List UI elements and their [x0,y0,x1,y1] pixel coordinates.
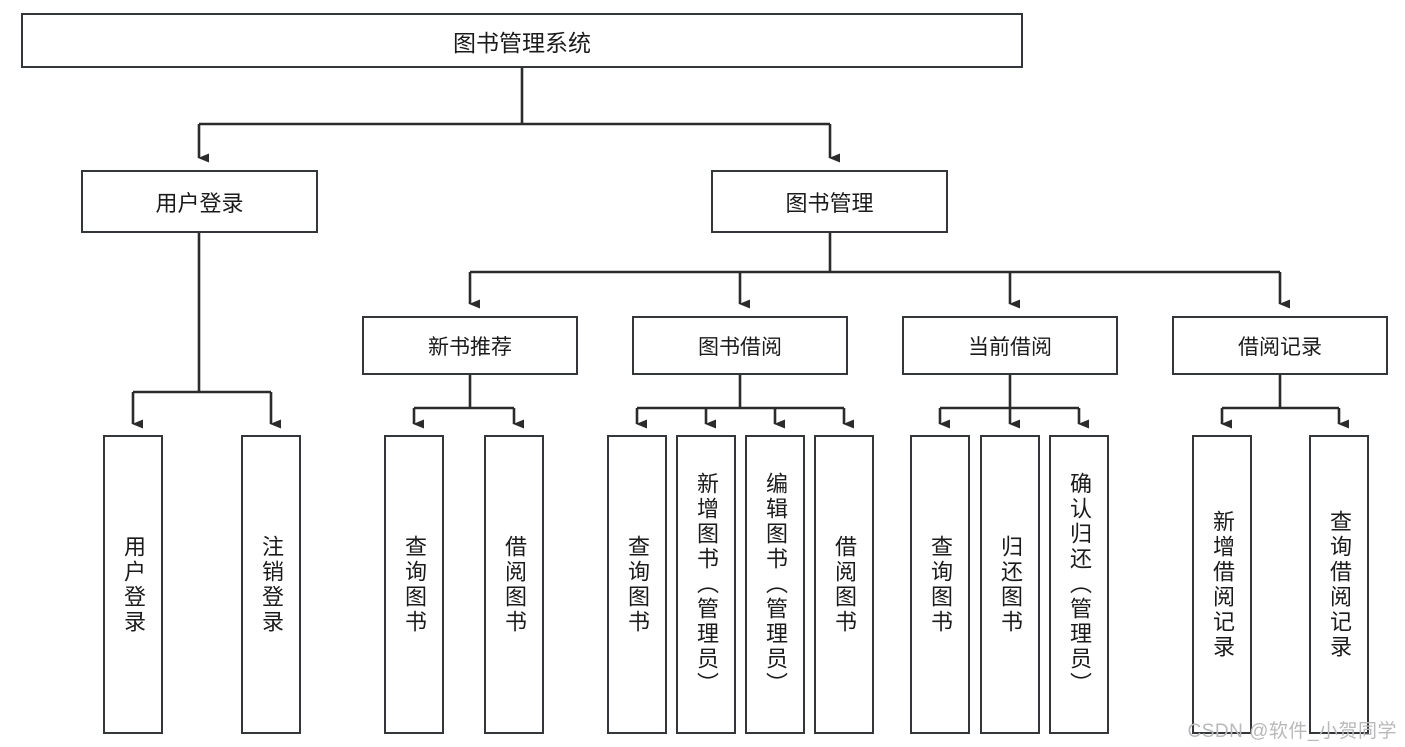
node-label: 新增借阅记录 [1210,509,1235,660]
leaf-edit-book-admin[interactable]: 编辑图书（管理员） [745,435,805,734]
node-label: 用户登录 [121,534,146,635]
node-book-borrow[interactable]: 图书借阅 [632,316,848,375]
leaf-borrow-book-recommend[interactable]: 借阅图书 [484,435,544,734]
node-root-book-management-system[interactable]: 图书管理系统 [21,13,1023,68]
node-label: 新增图书（管理员） [694,472,719,697]
node-user-login[interactable]: 用户登录 [81,170,318,233]
node-label: 用户登录 [155,190,244,216]
node-label: 查询图书 [928,534,953,635]
node-label: 图书管理系统 [453,29,591,56]
node-label: 查询借阅记录 [1327,509,1352,660]
leaf-query-book-current[interactable]: 查询图书 [910,435,970,734]
leaf-add-book-admin[interactable]: 新增图书（管理员） [676,435,736,734]
node-label: 编辑图书（管理员） [763,472,788,697]
node-label: 新书推荐 [428,335,512,359]
node-new-book-recommend[interactable]: 新书推荐 [362,316,578,375]
leaf-confirm-return-admin[interactable]: 确认归还（管理员） [1049,435,1109,734]
leaf-logout-login[interactable]: 注销登录 [241,435,301,734]
node-label: 归还图书 [998,534,1023,635]
node-label: 图书管理 [785,190,874,216]
node-label: 图书借阅 [698,335,782,359]
node-label: 查询图书 [625,534,650,635]
node-label: 当前借阅 [968,335,1052,359]
node-label: 借阅图书 [832,534,857,635]
leaf-query-borrow-record[interactable]: 查询借阅记录 [1309,435,1369,734]
leaf-user-login[interactable]: 用户登录 [103,435,163,734]
node-label: 注销登录 [259,534,284,635]
node-label: 确认归还（管理员） [1067,472,1092,697]
leaf-query-book-recommend[interactable]: 查询图书 [384,435,444,734]
node-label: 借阅记录 [1238,335,1322,359]
csdn-watermark: CSDN @软件_小贺同学 [1187,721,1397,742]
node-current-borrow[interactable]: 当前借阅 [902,316,1118,375]
leaf-query-book-borrow[interactable]: 查询图书 [607,435,667,734]
node-label: 查询图书 [402,534,427,635]
leaf-return-book[interactable]: 归还图书 [980,435,1040,734]
node-book-management[interactable]: 图书管理 [711,170,948,233]
leaf-add-borrow-record[interactable]: 新增借阅记录 [1192,435,1252,734]
node-label: 借阅图书 [502,534,527,635]
node-borrow-record[interactable]: 借阅记录 [1172,316,1388,375]
leaf-borrow-book[interactable]: 借阅图书 [814,435,874,734]
